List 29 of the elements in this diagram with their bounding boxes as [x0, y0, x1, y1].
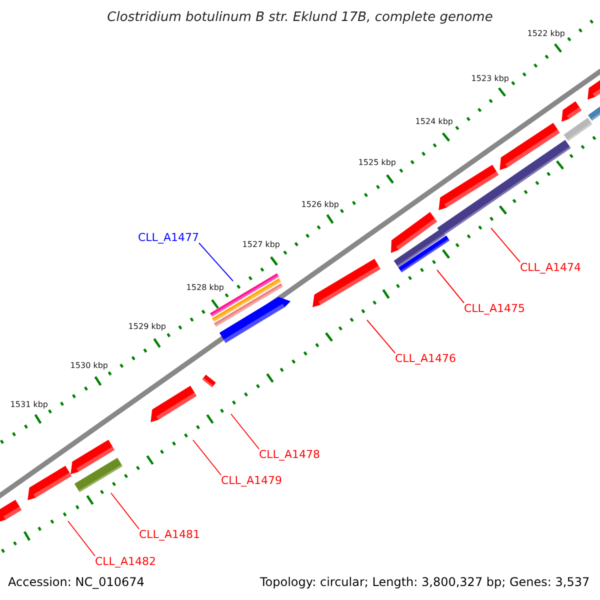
scale-label: 1525 kbp	[357, 159, 396, 167]
scale-label: 1531 kbp	[9, 401, 48, 409]
scale-label: 1528 kbp	[185, 284, 224, 292]
gene-label: CLL_A1481	[139, 529, 200, 540]
leader-line	[68, 520, 96, 556]
footer-text: Topology: circular; Length: 3,800,327 bp; Genes: 3,537	[260, 576, 590, 588]
leader-line	[490, 228, 520, 262]
scale-label: 1523 kbp	[470, 75, 509, 83]
scale-label: 1522 kbp	[526, 30, 565, 38]
scale-label: 1524 kbp	[414, 118, 453, 126]
gene-label: CLL_A1479	[221, 475, 282, 486]
leader-line	[436, 270, 464, 304]
scale-label: 1526 kbp	[300, 201, 339, 209]
footer-text: Accession: NC_010674	[8, 576, 144, 588]
leader-line	[192, 440, 222, 476]
leader-line	[110, 492, 140, 530]
scale-label: 1529 kbp	[127, 323, 166, 331]
gene-label: CLL_A1482	[95, 556, 156, 567]
leader-line	[230, 414, 260, 450]
diagram-title: Clostridium botulinum B str. Eklund 17B, complete genome	[106, 11, 494, 24]
gene-label: CLL_A1478	[259, 449, 320, 460]
gene-label: CLL_A1477	[138, 232, 199, 243]
gene-label: CLL_A1476	[395, 353, 456, 364]
leader-line	[198, 242, 234, 282]
gene-label: CLL_A1474	[520, 262, 581, 273]
scale-label: 1527 kbp	[241, 241, 280, 249]
scale-label: 1530 kbp	[69, 362, 108, 370]
gene-label: CLL_A1475	[464, 303, 525, 314]
leader-line	[366, 320, 396, 354]
